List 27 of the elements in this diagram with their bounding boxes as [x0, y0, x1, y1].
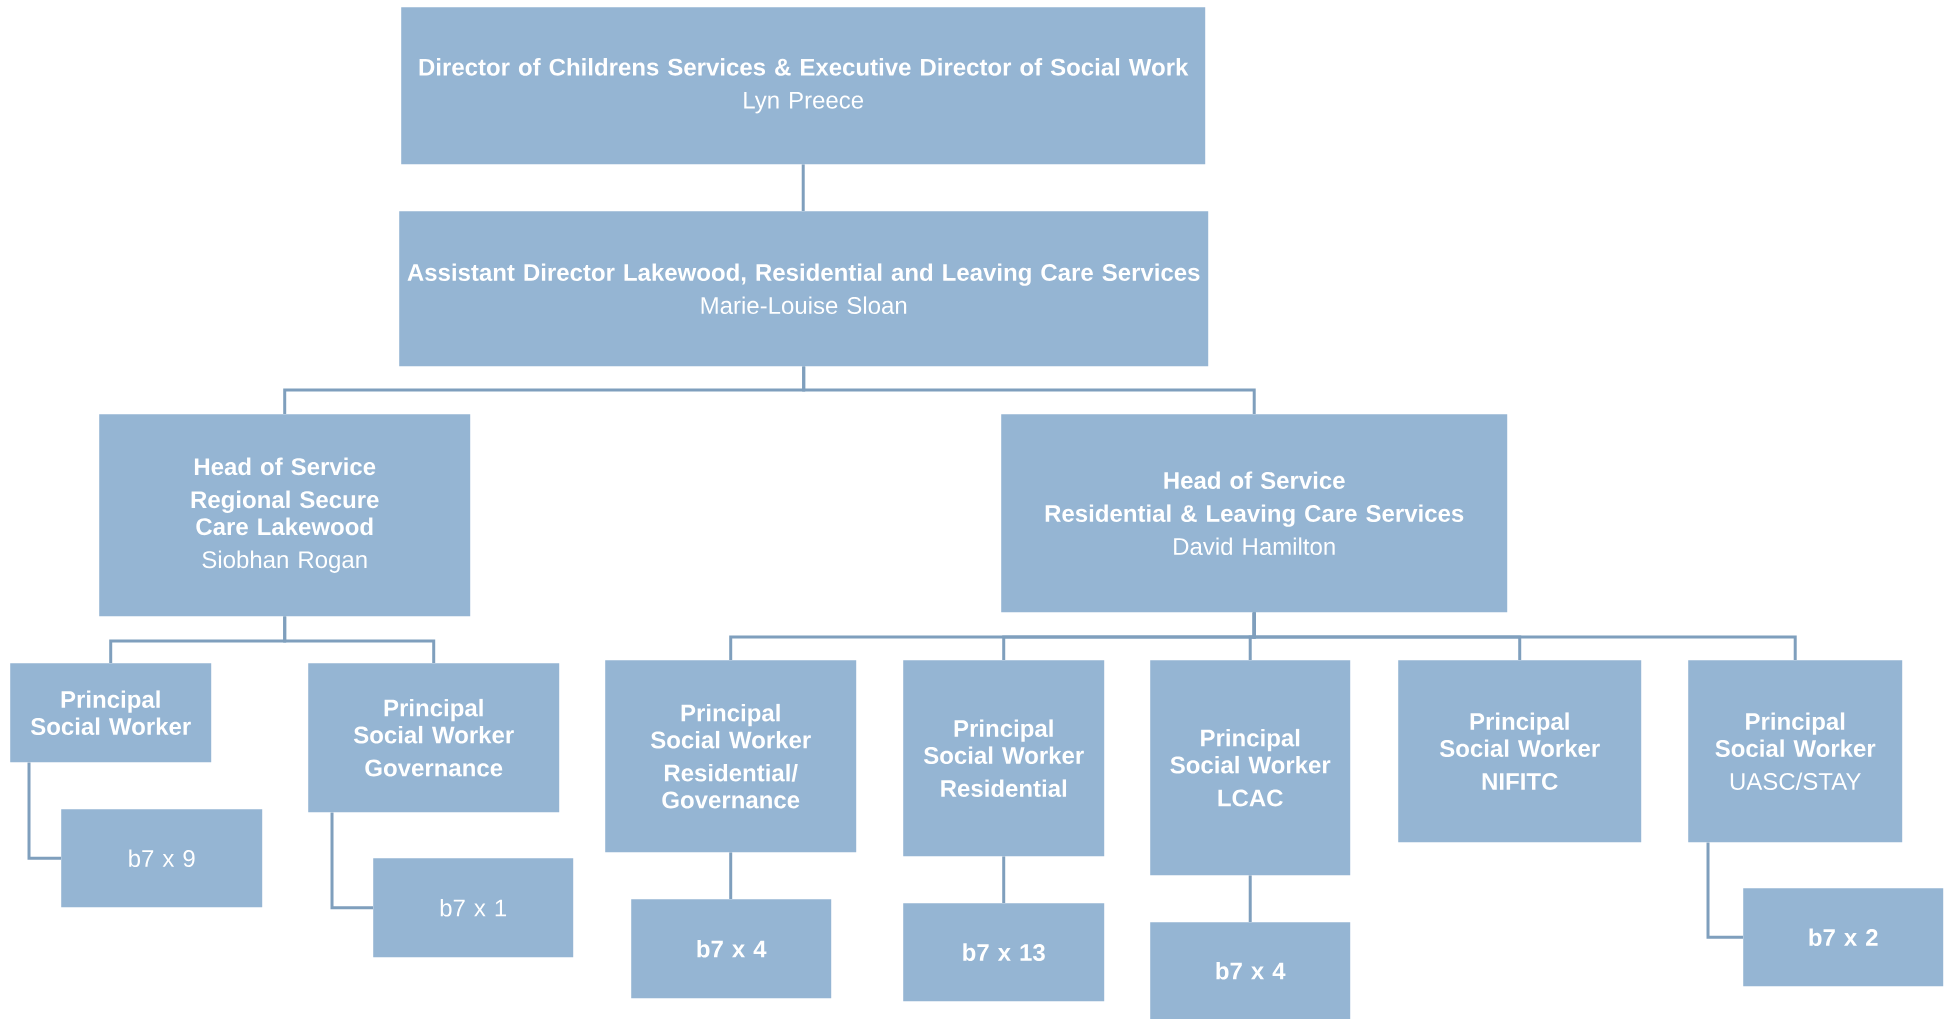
org-box: Principal Social Worker Residential/ Governance: [605, 660, 857, 853]
org-box: Principal Social Worker Governance: [308, 663, 560, 813]
org-box: Principal Social Worker NIFITC: [1398, 660, 1642, 843]
org-box: b7 x 4: [631, 899, 832, 999]
connector-line: [283, 616, 436, 663]
org-box: Head of Service Residential & Leaving Care Services David Hamilton: [1001, 414, 1508, 613]
connector-line: [27, 762, 61, 860]
connector-line: [802, 366, 1256, 414]
connector-line: [1002, 856, 1006, 903]
connector-line: [801, 164, 805, 211]
org-box: b7 x 1: [373, 858, 574, 958]
connector-line: [1706, 842, 1743, 939]
org-box: Assistant Director Lakewood, Residential and Leaving Care Services Marie-Louise Sloan: [399, 211, 1209, 367]
org-box: b7 x 2: [1743, 888, 1944, 987]
org-box: Principal Social Worker LCAC: [1150, 660, 1351, 876]
connector-line: [729, 852, 733, 899]
org-box: Principal Social Worker: [10, 663, 212, 763]
org-box: Principal Social Worker UASC/STAY: [1688, 660, 1903, 843]
connector-line: [330, 812, 373, 910]
org-box: Director of Childrens Services & Executive Director of Social Work Lyn Preece: [401, 7, 1206, 165]
org-box: b7 x 9: [61, 809, 263, 908]
org-box: b7 x 13: [903, 903, 1105, 1002]
connector-line: [1248, 875, 1252, 922]
connector-line: [1252, 612, 1797, 660]
org-box: b7 x 4: [1150, 922, 1351, 1019]
org-box: Head of Service Regional Secure Care Lakewood Siobhan Rogan: [99, 414, 471, 617]
org-box: Principal Social Worker Residential: [903, 660, 1105, 857]
